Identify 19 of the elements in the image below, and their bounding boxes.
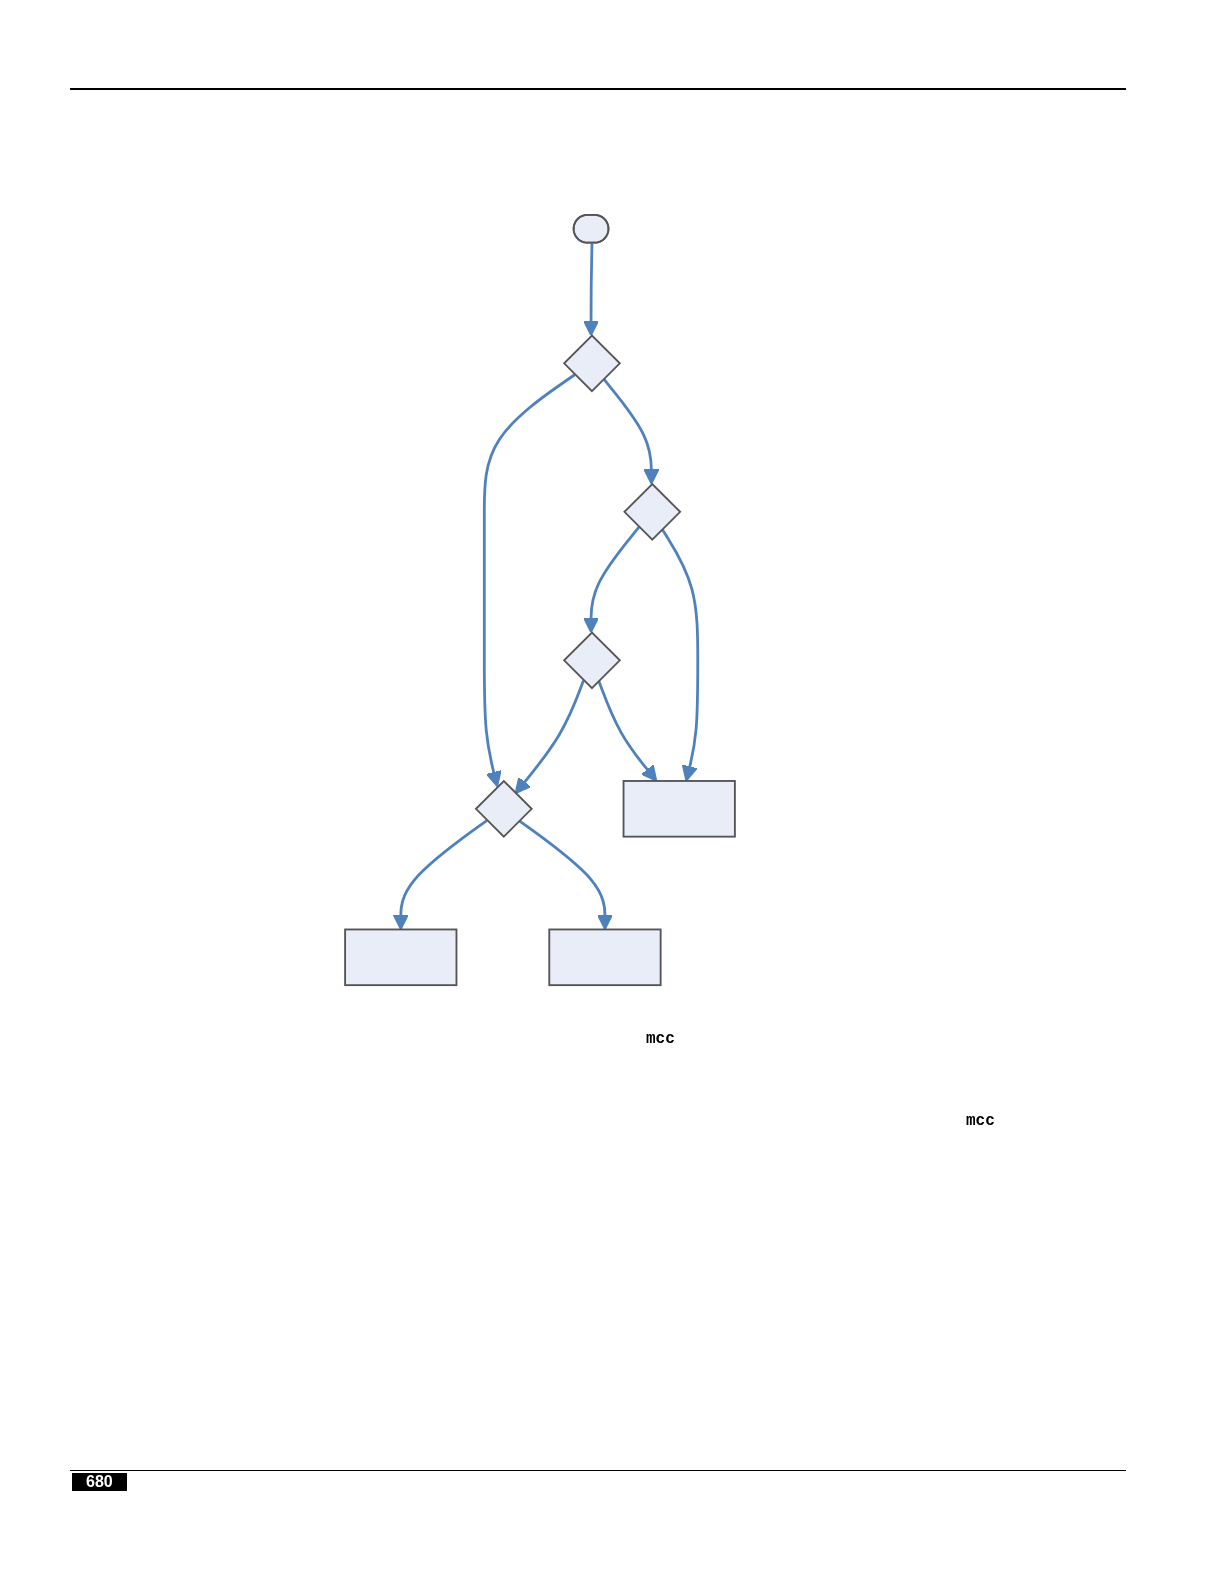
node-box [344, 928, 458, 987]
arrow [582, 243, 600, 337]
arrow [514, 680, 585, 795]
arrow [602, 377, 660, 485]
arrow [597, 680, 658, 782]
page-number: 680 [72, 1473, 127, 1491]
node-diamond [623, 482, 682, 541]
node-box [622, 780, 736, 838]
node-box [548, 928, 662, 987]
arrow [660, 528, 700, 782]
node-diamond [562, 334, 622, 393]
arrow [392, 819, 488, 931]
code-text: mcc [966, 1112, 995, 1130]
arrow [518, 819, 614, 931]
node-diamond [474, 779, 533, 838]
node-diamond [562, 631, 622, 690]
code-text: mcc [646, 1030, 675, 1048]
arrow [582, 526, 640, 634]
arrow [482, 373, 576, 788]
